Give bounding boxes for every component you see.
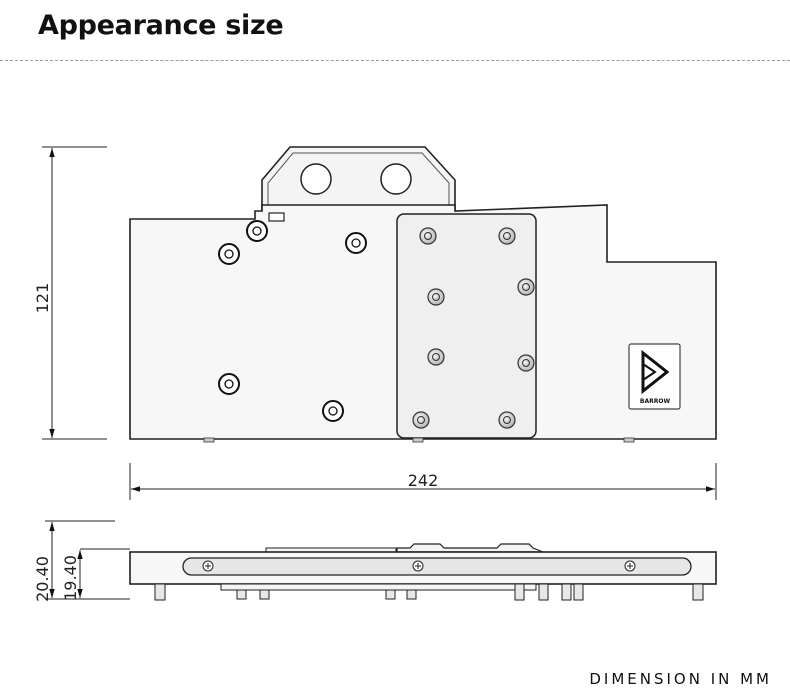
- height-dimension: [42, 146, 107, 440]
- port-left: [300, 163, 332, 195]
- width-label: 242: [408, 471, 439, 490]
- rail-screws: [202, 560, 636, 572]
- side-total-label: 20.40: [33, 556, 52, 602]
- side-dimensions: [45, 520, 130, 600]
- page-title: Appearance size: [38, 10, 284, 41]
- height-label: 121: [33, 283, 52, 314]
- svg-text:BARROW: BARROW: [640, 398, 671, 405]
- side-posts: [154, 583, 704, 601]
- front-view: BARROW: [129, 146, 717, 443]
- brand-logo: BARROW: [628, 343, 681, 410]
- led-connector: [268, 212, 285, 222]
- width-dimension: [129, 463, 717, 500]
- terminal-block: [261, 146, 456, 211]
- body-bolts: [218, 220, 367, 422]
- units-footer: DIMENSION IN MM: [589, 670, 772, 688]
- side-view: [129, 543, 717, 601]
- side-rail: [182, 557, 692, 576]
- plate-screws: [412, 227, 535, 429]
- bottom-tabs: [203, 437, 635, 443]
- port-right: [380, 163, 412, 195]
- dashed-divider: [0, 60, 790, 61]
- cover-plate: [396, 213, 537, 439]
- side-body-label: 19.40: [61, 555, 80, 601]
